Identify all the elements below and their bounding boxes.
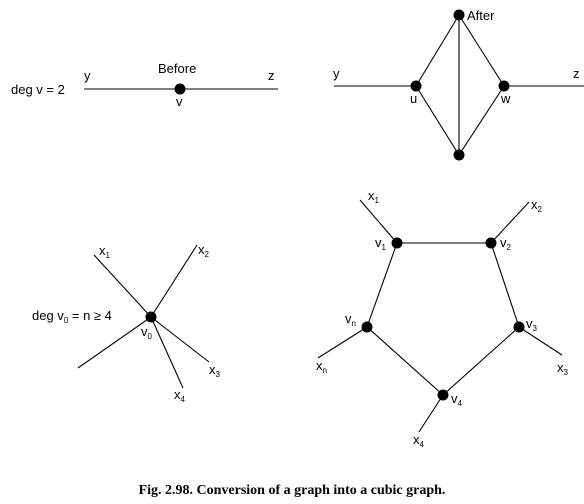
after-label: After (467, 8, 495, 23)
edge-x1-v1 (359, 199, 398, 244)
node-v-label: v (176, 94, 183, 109)
node-x3-label: x3 (557, 360, 569, 377)
edge-v4-vn (366, 326, 444, 396)
edge-x2-v0 (150, 244, 198, 318)
node-v4-label: v4 (451, 391, 463, 408)
node-w-label: w (500, 91, 511, 106)
node-v2-label: v2 (500, 235, 512, 252)
edge-top-w (458, 14, 505, 87)
node-v3-label: v3 (526, 316, 538, 333)
node-v0 (145, 311, 157, 323)
node-top (453, 9, 465, 21)
edge-x4-v4 (418, 394, 444, 433)
node-vn (361, 321, 373, 333)
figure-caption: Fig. 2.98. Conversion of a graph into a … (138, 483, 446, 498)
node-z-label: z (573, 66, 580, 81)
edge-v2-v3 (490, 242, 520, 328)
node-z-label: z (268, 68, 275, 83)
node-x1-label: x1 (368, 188, 380, 205)
before-label: Before (158, 61, 196, 76)
edge-top-u (415, 14, 460, 87)
edge-x3-v0 (150, 316, 210, 363)
node-vn-label: vn (345, 311, 356, 328)
after-panel: After y z u w (333, 8, 584, 161)
node-v3 (513, 321, 525, 333)
edge-u-bottom (415, 85, 460, 156)
node-v1-label: v1 (375, 235, 387, 252)
deg-v-label: deg v = 2 (11, 82, 65, 97)
node-x1-label: x1 (99, 243, 111, 260)
node-x2-label: x2 (531, 197, 543, 214)
before-panel: deg v = 2 Before y z v (11, 61, 278, 109)
edge-xn-vn (317, 326, 368, 359)
deg-v0-label: deg v0 = n ≥ 4 (32, 308, 112, 325)
node-u-label: u (410, 91, 417, 106)
edge-x1-v0 (93, 254, 152, 318)
node-bottom (453, 149, 465, 161)
star-panel: deg v0 = n ≥ 4 v0 x1 x2 x3 x4 (32, 242, 221, 404)
node-xn-label: xn (316, 358, 327, 375)
edge-xn-v0 (77, 316, 152, 369)
node-v4 (437, 389, 449, 401)
edge-v3-v4 (442, 326, 520, 396)
node-v (174, 83, 186, 95)
edge-x2-v2 (490, 201, 530, 244)
edge-x3-v3 (518, 326, 563, 356)
node-v2 (485, 237, 497, 249)
node-y-label: y (333, 66, 340, 81)
node-x4-label: x4 (413, 432, 425, 449)
node-w (498, 80, 510, 92)
node-v0-label: v0 (141, 324, 153, 341)
node-v1 (391, 237, 403, 249)
node-x3-label: x3 (209, 362, 221, 379)
edge-vn-v1 (366, 242, 398, 328)
edge-w-bottom (458, 85, 505, 156)
pentagon-panel: v1 v2 v3 v4 vn x1 x2 x3 x4 xn (316, 188, 569, 449)
edge-x4-v0 (150, 316, 184, 389)
node-x4-label: x4 (174, 387, 186, 404)
node-u (410, 80, 422, 92)
node-x2-label: x2 (198, 242, 210, 259)
node-y-label: y (84, 68, 91, 83)
